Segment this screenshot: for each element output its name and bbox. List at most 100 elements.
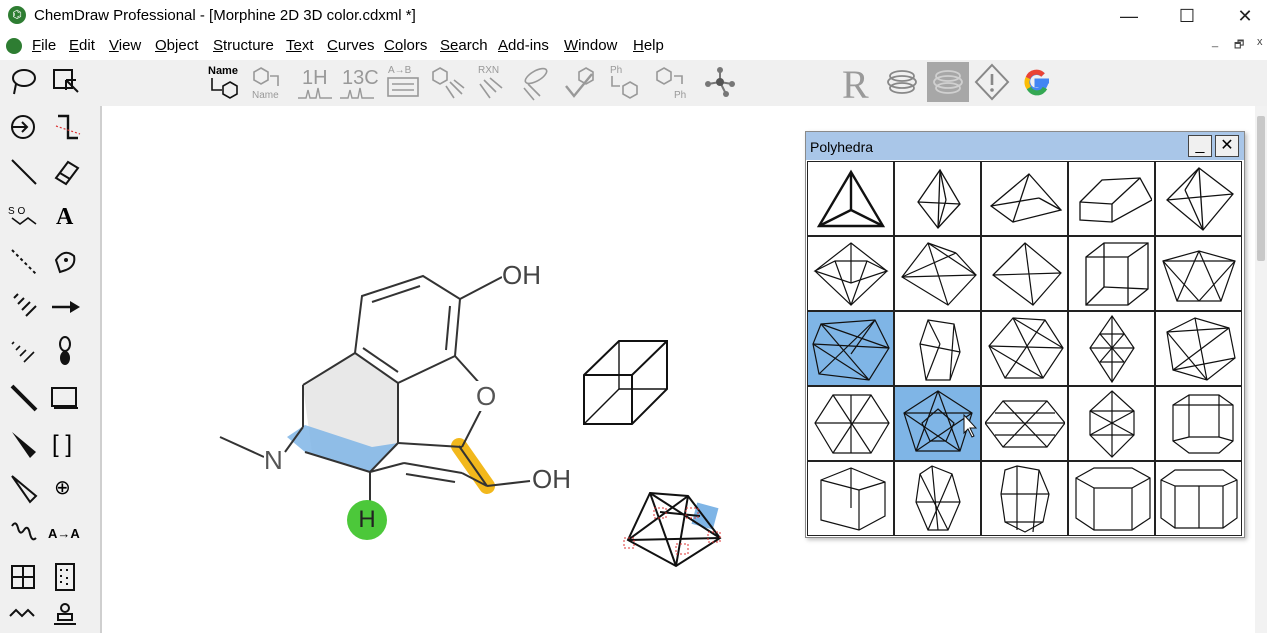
contract-label-button[interactable]: Ph [652, 62, 692, 102]
text-tool[interactable]: A [48, 198, 82, 232]
maximize-button[interactable]: ☐ [1178, 5, 1196, 26]
mass-fragmentation-tool[interactable] [48, 110, 82, 144]
clean-structure-button[interactable] [428, 62, 468, 102]
atom-label-h[interactable]: H [347, 500, 387, 540]
polyhedron-octagonal-prism[interactable] [1068, 461, 1155, 536]
menu-view[interactable]: View [109, 37, 142, 54]
polyhedron-icosahedron-hovered[interactable] [894, 386, 981, 461]
menu-window[interactable]: Window [564, 37, 618, 54]
menu-object[interactable]: Object [155, 37, 199, 54]
hollow-wedge-tool[interactable] [6, 470, 40, 504]
atom-label-o-ring[interactable]: O [476, 381, 497, 411]
polyhedron-octahedron[interactable] [1155, 161, 1242, 236]
polyhedron-tetrahedron[interactable] [807, 161, 894, 236]
polyhedron-pentagonal-bipyramid[interactable] [807, 236, 894, 311]
marquee-tool[interactable] [48, 64, 82, 98]
polyhedron-icosahedron-variant[interactable] [1155, 311, 1242, 386]
template-stamp-tool[interactable] [48, 600, 82, 634]
tlc-plate-tool[interactable] [48, 560, 82, 594]
google-search-button[interactable] [1017, 62, 1057, 102]
mdi-close-button[interactable]: x [1257, 36, 1263, 48]
clean-biopolymer-button[interactable] [516, 62, 556, 102]
polyhedron-square-pyramid[interactable] [981, 161, 1068, 236]
clean-reaction-button[interactable]: RXN [472, 62, 512, 102]
menu-curves[interactable]: Curves [327, 37, 375, 54]
menu-help[interactable]: Help [633, 37, 664, 54]
atom-label-oh-right[interactable]: OH [532, 464, 571, 494]
polyhedron-capped-pentagonal-prism[interactable] [981, 461, 1068, 536]
struct-to-name-button[interactable]: Name [206, 62, 246, 102]
chemdraw-app-icon[interactable]: ⌬ [8, 6, 26, 24]
polyhedron-capped-square-antiprism[interactable] [981, 311, 1068, 386]
menu-add-ins[interactable]: Add-ins [498, 37, 549, 54]
text-replace-tool[interactable]: A→A [48, 516, 82, 550]
hashed-wedge-tool[interactable] [6, 334, 40, 368]
pen-tool[interactable] [48, 244, 82, 278]
atom-label-n[interactable]: N [264, 445, 283, 475]
menu-text[interactable]: Text [286, 37, 314, 54]
chemical-symbols-tool[interactable]: ⊕ [48, 470, 82, 504]
polyhedron-square-antiprism[interactable] [1155, 236, 1242, 311]
menu-search[interactable]: Search [440, 37, 488, 54]
hashed-bond-tool[interactable] [6, 290, 40, 324]
structure-perspective-tool[interactable] [6, 110, 40, 144]
molecule-3d-button[interactable] [700, 62, 740, 102]
scrollbar-thumb[interactable] [1257, 116, 1265, 261]
dashed-bond-tool[interactable] [6, 244, 40, 278]
orbital-tool[interactable] [48, 334, 82, 368]
mdi-minimize-button[interactable]: _ [1212, 36, 1219, 48]
r-group-button[interactable]: R [838, 62, 878, 102]
document-icon[interactable] [6, 38, 22, 54]
polyhedron-cube[interactable] [1068, 236, 1155, 311]
minimize-button[interactable]: — [1120, 5, 1138, 26]
h1-nmr-button[interactable]: 1H [296, 62, 336, 102]
polyhedron-capped-octahedron[interactable] [894, 236, 981, 311]
atom-label-oh-top[interactable]: OH [502, 260, 541, 290]
bold-bond-tool[interactable] [6, 380, 40, 414]
vertical-scrollbar[interactable] [1255, 106, 1267, 633]
polyhedron-hexagonal-prism[interactable] [1155, 386, 1242, 461]
lasso-tool[interactable] [6, 64, 40, 98]
eraser-tool[interactable] [48, 154, 82, 188]
menu-edit[interactable]: Edit [69, 37, 95, 54]
hazard-button[interactable] [972, 62, 1012, 102]
polyhedron-hexagonal-bipyramid[interactable] [807, 386, 894, 461]
polyhedron-pentagonal-prism[interactable] [807, 461, 894, 536]
panel-minimize-button[interactable]: _ [1188, 135, 1212, 157]
polyhedron-decagonal-prism[interactable] [1155, 461, 1242, 536]
polyhedra-panel-titlebar[interactable]: Polyhedra _ ✕ [806, 132, 1244, 160]
mdi-restore-button[interactable]: 🗗 [1234, 39, 1245, 51]
polyhedron-elongated-bipyramid[interactable] [1068, 386, 1155, 461]
solid-bond-tool[interactable] [6, 154, 40, 188]
wedge-bond-tool[interactable] [6, 426, 40, 460]
tlc-plate-icon [55, 563, 75, 591]
polyhedron-bicapped-square-antiprism[interactable] [1068, 311, 1155, 386]
polyhedron-trigonal-bipyramid[interactable] [894, 161, 981, 236]
wavy-bond-tool[interactable] [6, 516, 40, 550]
scifinder-button[interactable] [927, 62, 969, 102]
check-structure-button[interactable] [562, 62, 602, 102]
table-tool[interactable] [6, 560, 40, 594]
arrow-tool[interactable] [48, 290, 82, 324]
menu-colors[interactable]: Colors [384, 37, 428, 54]
hashed-wedge-icon [11, 341, 35, 363]
polyhedron-trigonal-prism[interactable] [1068, 161, 1155, 236]
close-button[interactable]: ✕ [1237, 5, 1253, 26]
polyhedron-tricapped-prism[interactable] [894, 311, 981, 386]
drawing-elements-tool[interactable] [48, 380, 82, 414]
polyhedron-capped-trigonal-prism[interactable] [981, 236, 1068, 311]
name-to-struct-button[interactable]: Name [250, 62, 290, 102]
c13-nmr-button[interactable]: 13C [338, 62, 378, 102]
acyclic-chain-tool[interactable]: S O [6, 198, 40, 232]
menu-file[interactable]: File [32, 37, 57, 54]
reaxys-button[interactable] [882, 62, 922, 102]
expand-label-button[interactable]: Ph [606, 62, 646, 102]
reaction-table-button[interactable]: A→B [384, 62, 424, 102]
menu-structure[interactable]: Structure [213, 37, 274, 54]
polyhedron-dodecahedron-selected[interactable] [807, 311, 894, 386]
brackets-tool[interactable]: [ ] [48, 426, 82, 460]
panel-close-button[interactable]: ✕ [1215, 135, 1239, 157]
polyhedron-dodecahedron-variant[interactable] [894, 461, 981, 536]
polyhedron-hexagonal-prism-capped[interactable] [981, 386, 1068, 461]
polymer-tool[interactable] [6, 600, 40, 634]
